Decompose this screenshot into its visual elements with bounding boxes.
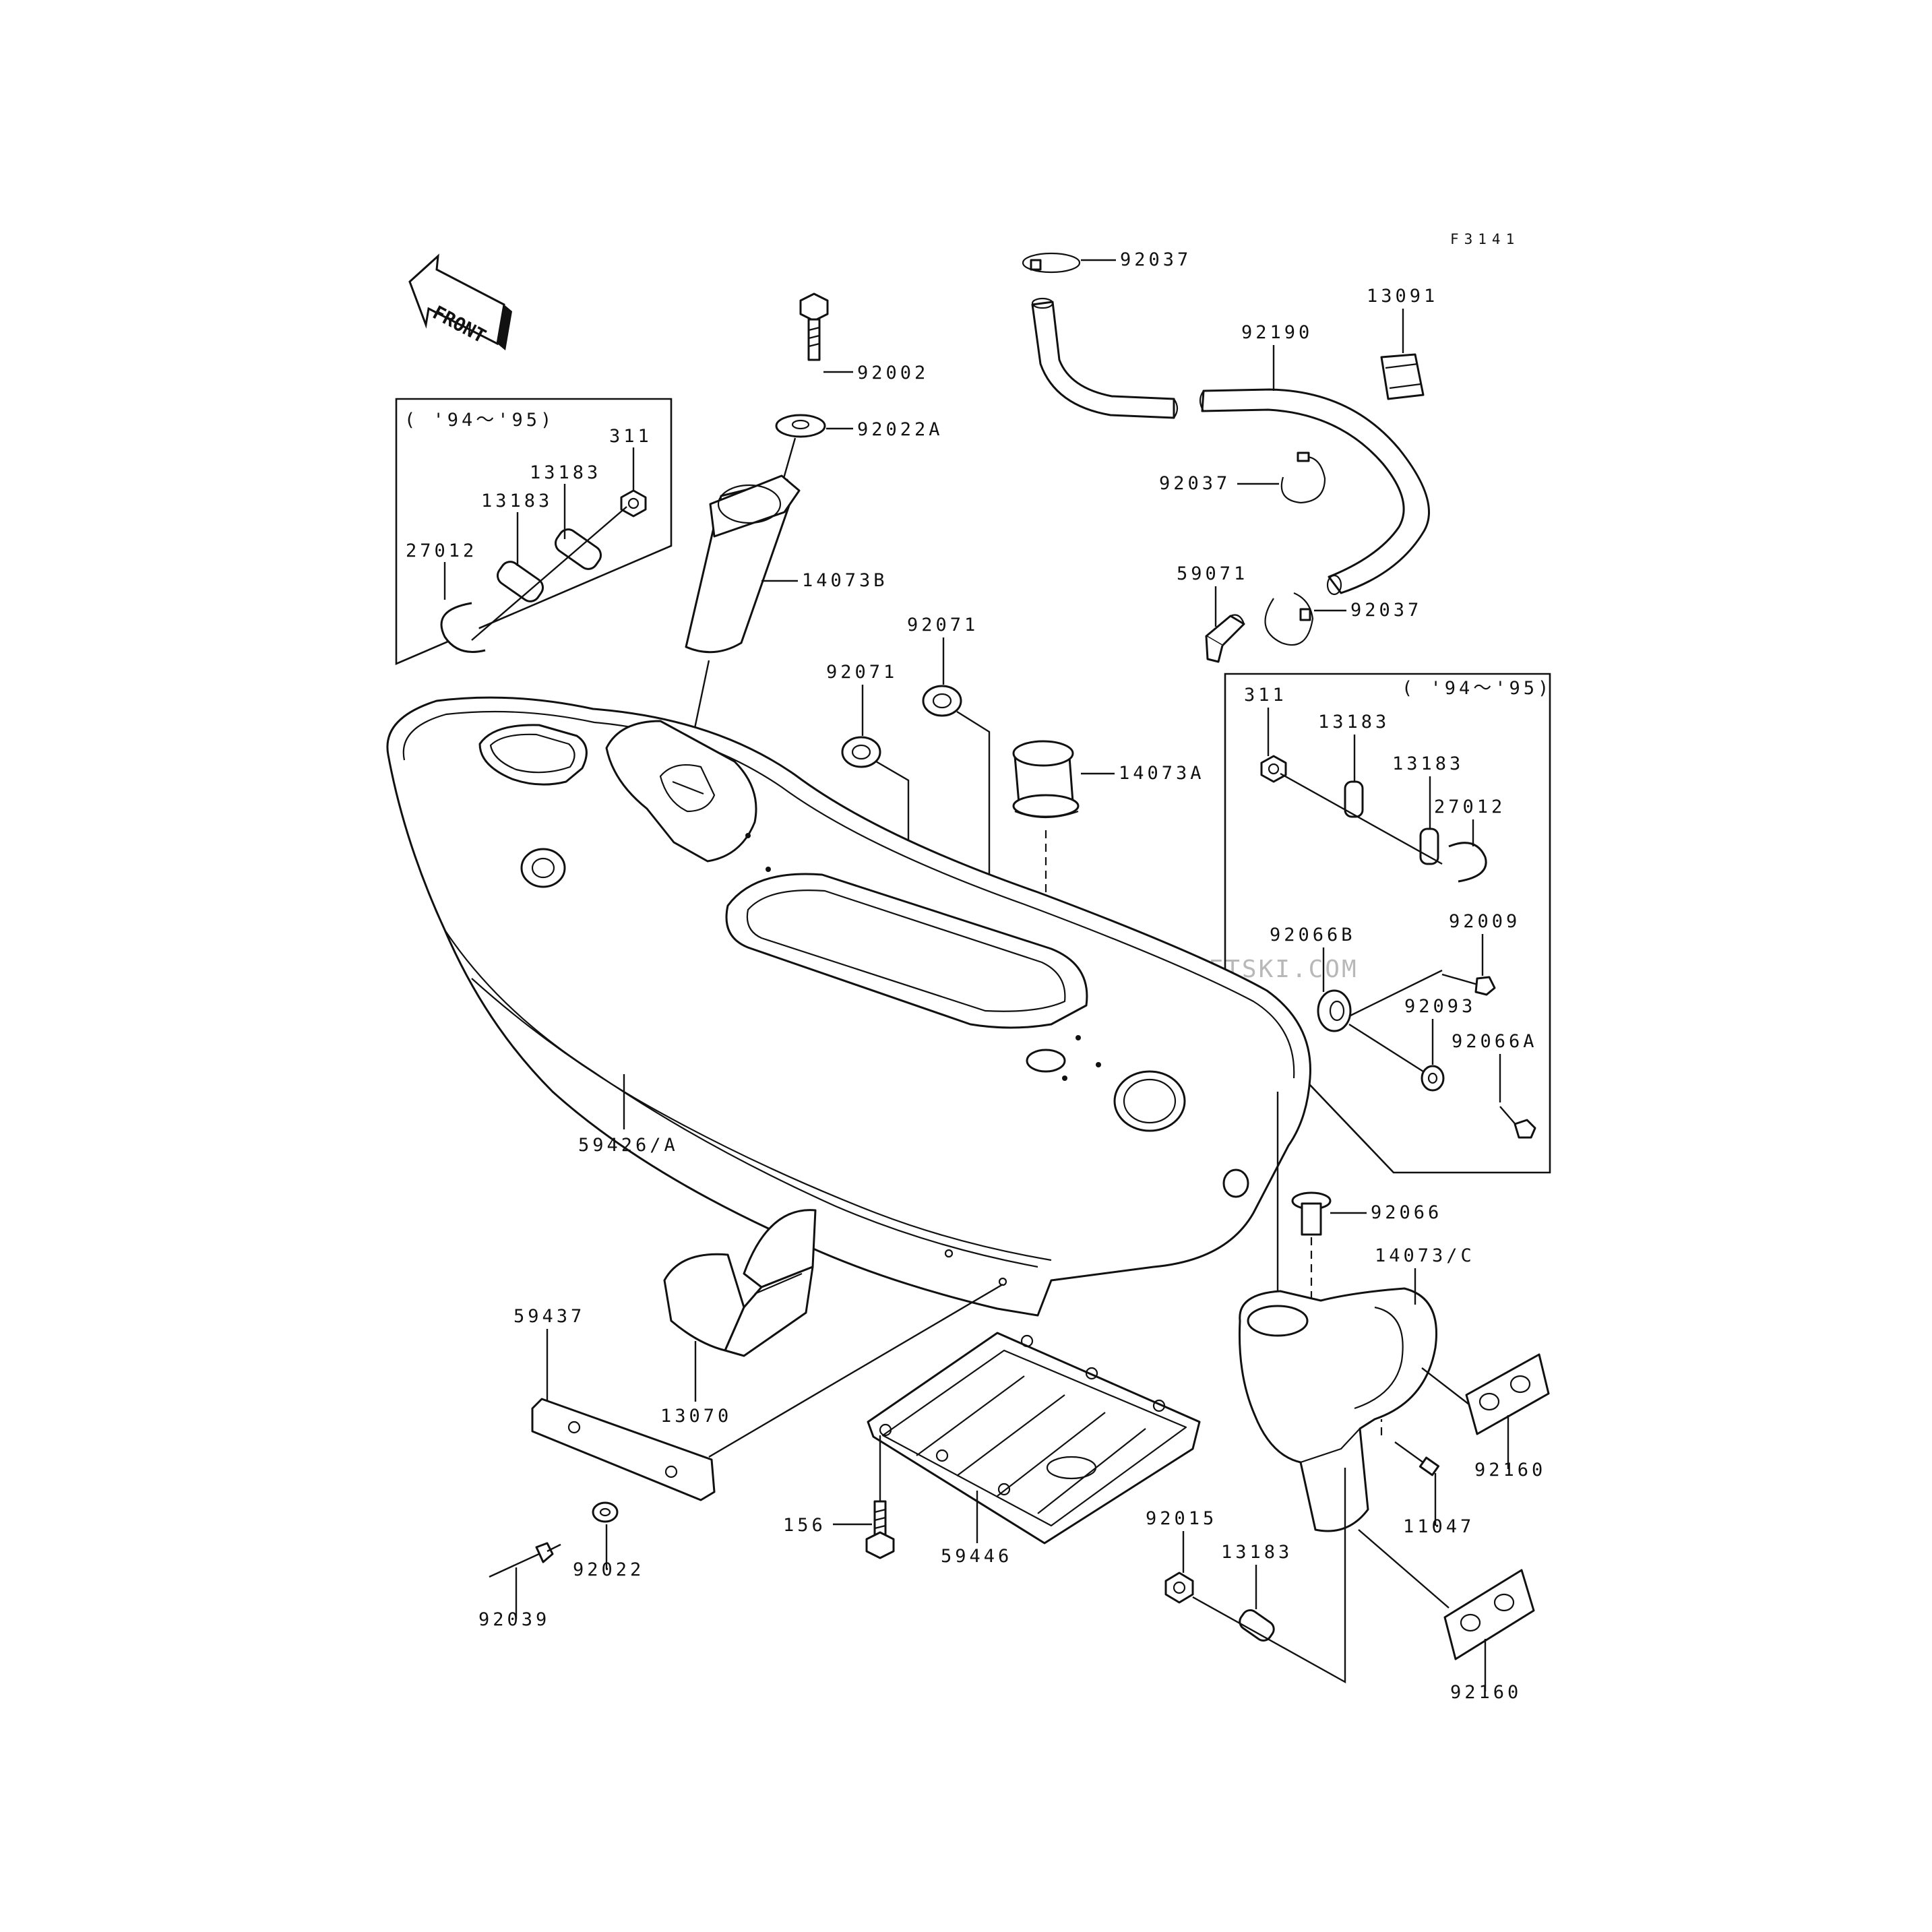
label-92037-mid: 92037 [1159,473,1230,494]
label-92190: 92190 [1241,322,1313,343]
clip-13091-icon [1380,353,1425,400]
washer-92022a-icon [775,414,826,438]
hose-92190-icon [1031,297,1431,596]
plate-13183-left-a-icon [497,561,544,602]
figure-id: F3141 [1450,231,1520,247]
front-arrow-icon: FRONT [408,253,512,350]
hull-59426a-icon [386,696,1311,1317]
label-92015: 92015 [1146,1508,1217,1529]
duct-14073c-icon [1238,1287,1437,1532]
plug-92066-icon [1291,1191,1332,1236]
label-92066: 92066 [1371,1202,1442,1223]
fitting-92066b-icon [1317,989,1352,1032]
label-92009: 92009 [1449,911,1520,932]
label-92022: 92022 [573,1559,644,1580]
label-14073c: 14073/C [1375,1245,1475,1266]
label-13183-right-a: 13183 [1318,712,1390,733]
label-92066b: 92066B [1270,925,1356,945]
label-13183-left-b: 13183 [481,491,553,511]
clamp-92037-top-icon [1022,252,1081,274]
label-11047: 11047 [1403,1516,1474,1537]
clamp-92037-mid-icon [1280,451,1326,504]
plate-92160-b-icon [1443,1569,1535,1660]
label-92066a: 92066A [1452,1031,1538,1052]
inset-left-caption: ( '94～'95) [404,410,555,431]
label-92071-b: 92071 [907,615,978,635]
nozzle-13070-icon [663,1209,817,1357]
label-59071: 59071 [1177,563,1248,584]
strip-59437-icon [531,1398,716,1501]
bolt-92002-icon [799,292,829,361]
label-14073b: 14073B [802,570,888,591]
label-92093: 92093 [1404,996,1476,1017]
plate-92160-a-icon [1465,1353,1550,1435]
label-92037-low: 92037 [1350,600,1422,621]
clamp-92037-low-icon [1264,592,1314,646]
label-13091: 13091 [1367,286,1438,307]
label-92037-top: 92037 [1120,249,1191,270]
label-59446: 59446 [941,1546,1012,1567]
grate-59446-icon [867,1332,1201,1545]
seal-92071-b-icon [922,685,962,717]
label-59437: 59437 [513,1306,585,1327]
plate-13183-lower-icon [1239,1609,1275,1642]
label-311-right: 311 [1244,685,1287,706]
cap-14073a-icon [1012,740,1080,819]
ubolt-27012-right-icon [1448,842,1487,883]
label-92039: 92039 [478,1609,550,1630]
bolt-156-icon [865,1500,895,1559]
label-27012-left: 27012 [406,540,477,561]
label-14073a: 14073A [1119,763,1205,784]
bolt-11047-icon [1394,1441,1440,1476]
label-156: 156 [783,1515,826,1536]
label-311-left: 311 [609,426,652,447]
label-92022a: 92022A [857,419,943,440]
inset-left: ( '94～'95) 311 13183 13183 27012 [395,398,673,665]
seal-92071-a-icon [841,736,881,768]
ubolt-27012-left-icon [440,602,486,653]
label-27012-right: 27012 [1434,797,1505,817]
washer-92093-icon [1421,1065,1445,1092]
duct-14073b-icon [685,474,801,654]
label-13070: 13070 [660,1406,732,1427]
inset-right: ( '94～'95) 311 13183 13183 27012 92066B [1224,673,1552,1174]
nut-311-right-icon [1260,755,1287,783]
elbow-59071-icon [1205,614,1245,663]
nut-92015-icon [1164,1571,1194,1604]
pin-92039-icon [489,1542,561,1578]
inset-right-caption: ( '94～'95) [1402,678,1552,699]
fitting-92066a-icon [1499,1106,1536,1139]
label-92071-a: 92071 [826,662,898,683]
nut-311-left-icon [620,489,647,518]
label-92160-a: 92160 [1474,1460,1546,1481]
label-13183-left-a: 13183 [530,462,601,483]
screw-92009-icon [1441,973,1496,996]
label-92160-b: 92160 [1450,1682,1522,1703]
plate-13183-right-b-icon [1419,828,1439,865]
label-13183-lower: 13183 [1221,1542,1292,1563]
grommet-92022-icon [592,1501,619,1523]
label-92002: 92002 [857,363,929,383]
label-59426a: 59426/A [578,1135,679,1156]
label-13183-right-b: 13183 [1392,753,1464,774]
